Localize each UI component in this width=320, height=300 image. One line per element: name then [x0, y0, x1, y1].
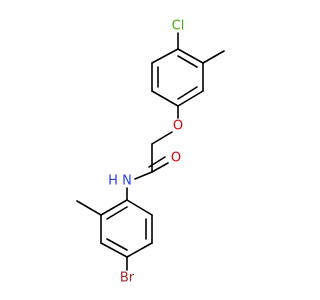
amide-nitrogen-label: N	[122, 174, 132, 189]
bond-ether-oxygen-ch2	[151, 131, 173, 145]
bond	[177, 48, 204, 64]
chloromethylphenyl-ring	[151, 48, 204, 107]
carbonyl-oxygen-label: O	[171, 151, 181, 166]
bond	[100, 199, 128, 216]
carbonyl-double-bond	[148, 156, 166, 168]
chlorine-atom-label: Cl	[172, 19, 185, 34]
bond-ring-methyl	[202, 50, 225, 64]
bond	[100, 242, 128, 258]
carbonyl-double-bond	[151, 162, 169, 173]
amide-hydrogen-label: H	[108, 174, 118, 189]
bond	[177, 90, 204, 107]
double-bond-inner	[106, 206, 128, 220]
bond	[151, 48, 179, 64]
bond-carbonyl-nitrogen	[134, 171, 153, 180]
bond	[151, 90, 179, 107]
bromomethylphenyl-ring	[100, 199, 153, 258]
double-bond-inner	[177, 86, 198, 100]
bromine-atom-label: Br	[120, 271, 135, 286]
molecule-structure: Cl O O N H Br	[76, 19, 225, 286]
bond-ring-methyl	[76, 200, 102, 216]
double-bond-inner	[177, 55, 198, 68]
double-bond-inner	[106, 238, 128, 251]
bond	[126, 242, 153, 258]
structure-canvas: Cl O O N H Br	[76, 19, 225, 286]
ether-oxygen-label: O	[173, 119, 183, 134]
bond	[126, 199, 153, 216]
